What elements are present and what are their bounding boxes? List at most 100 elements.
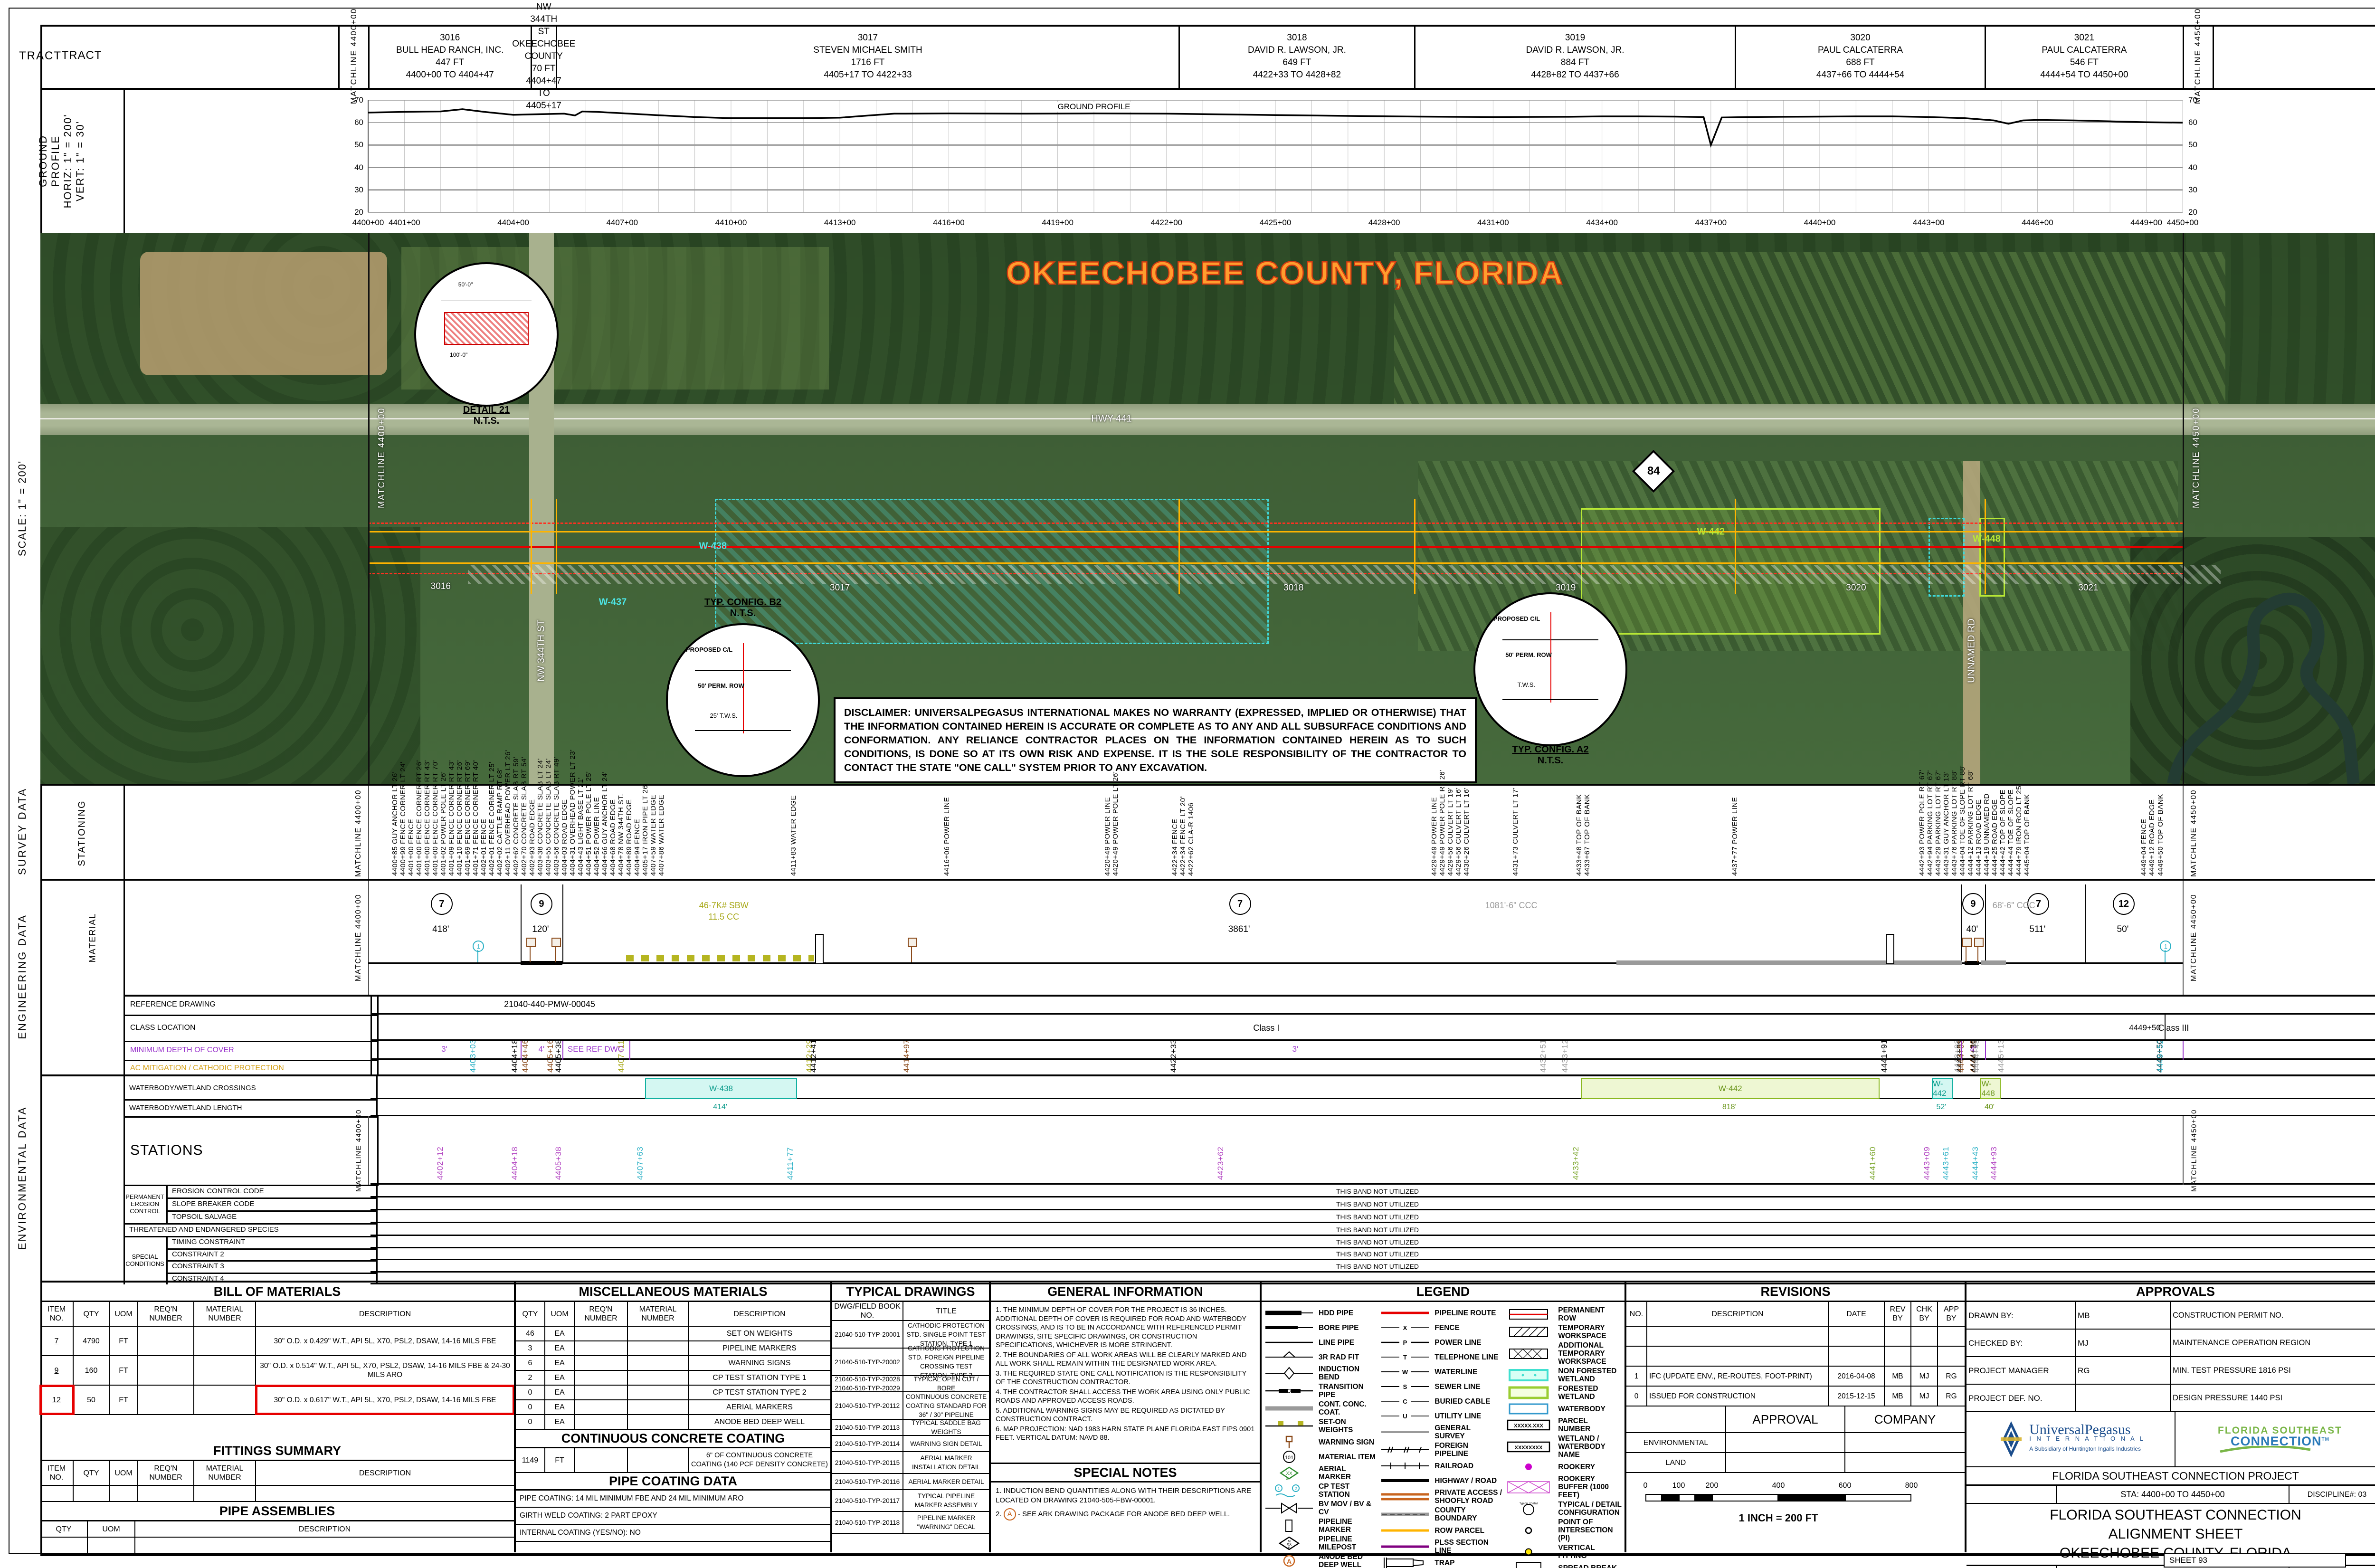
svg-text:101: 101 — [1285, 1455, 1293, 1461]
survey-station-label: 4433+48 TOP OF BANK — [1575, 794, 1583, 876]
legend-item-route: PIPELINE ROUTE — [1380, 1306, 1502, 1320]
divider-line — [370, 1235, 2375, 1236]
legend-item-label: PIPELINE MARKER — [1319, 1518, 1352, 1534]
material-note: 1081'-6" CCC — [1485, 901, 1538, 910]
plss-icon — [1381, 1545, 1429, 1548]
table-cell — [1845, 1453, 1965, 1472]
legend-item-pmarker: PIPELINE MARKER — [1264, 1518, 1378, 1534]
survey-station-label: 4444+25 ROAD EDGE — [1990, 799, 1999, 876]
legend-item-label: PERMANENT ROW — [1558, 1306, 1605, 1322]
survey-station-label: 4444+04 TOE OF SLOPE RT 88' — [1958, 765, 1966, 876]
misc-uom: EA — [545, 1371, 575, 1385]
legend-item-weights: SET-ON WEIGHTS — [1264, 1418, 1378, 1434]
table-cell: REQ'N NUMBER — [138, 1461, 194, 1485]
approvals-value: MB — [2076, 1302, 2171, 1329]
revision-cell: MB — [1885, 1387, 1911, 1406]
wetland-crossing-box: W-442 — [1581, 1078, 1880, 1099]
survey-station-label: 4443+31 GUY ANCHOR LT 13' — [1942, 771, 1950, 876]
material-station-tag: 4422+33 — [1169, 1039, 1178, 1073]
legend-item-wb: WATERBODY — [1504, 1402, 1622, 1416]
misc-uom: EA — [545, 1327, 575, 1340]
divider-line — [1985, 1041, 1986, 1060]
tract-matchline-left-cell — [338, 25, 370, 88]
tract-parcel-line: BULL HEAD RANCH, INC. — [396, 45, 504, 55]
survey-station-label: 4402+11 OVERHEAD POWER LT 26' — [504, 750, 512, 876]
ground-profile-line — [368, 108, 2183, 148]
table-cell — [628, 1341, 689, 1355]
milepost-number: 84 — [1647, 464, 1660, 477]
typ-dwg-no: 21040-510-TYP-20113 — [832, 1420, 903, 1435]
tract-parcel-line: PAUL CALCATERRA — [1817, 45, 1903, 55]
legend-item-label: SPREAD BREAK — [1558, 1564, 1617, 1568]
wetland-crossing-box: W-448 — [1980, 1078, 2001, 1099]
survey-station-label: 4431+73 CULVERT LT 17' — [1511, 787, 1520, 876]
section-title: APPROVALS — [1966, 1283, 2375, 1302]
env-station-label: 4407+63 — [635, 1146, 645, 1180]
table-row: ENVIRONMENTAL — [1626, 1433, 1965, 1453]
engineering-data-label: ENGINEERING DATA — [16, 914, 28, 1039]
bom-description: 30" O.D. x 0.429" W.T., API 5L, X70, PSL… — [274, 1337, 496, 1345]
misc-description: CP TEST STATION TYPE 1 — [712, 1374, 807, 1382]
route-icon — [1381, 1311, 1429, 1314]
special-notes: 1. INDUCTION BEND QUANTITIES ALONG WITH … — [991, 1482, 1260, 1527]
tract-parcel-line: 3020 — [1850, 32, 1871, 43]
table-cell — [1845, 1433, 1965, 1452]
tract-parcel-line: DAVID R. LAWSON, JR. — [1247, 45, 1346, 55]
warning-sign-symbol — [551, 938, 561, 947]
legend-item-label: BORE PIPE — [1319, 1323, 1359, 1332]
survey-station-label: 4402+01 FENCE — [479, 818, 488, 876]
pi-icon — [1525, 1527, 1532, 1534]
divider-line — [562, 884, 563, 964]
tract-parcel-line: 4437+66 TO 4444+54 — [1816, 69, 1905, 80]
legend-item-rowp: ROW PARCEL — [1380, 1524, 1502, 1537]
material-item-length: 40' — [1966, 924, 1978, 934]
profile-ytick-left: 50 — [354, 140, 363, 150]
table-cell: REQ'N NUMBER — [138, 1302, 194, 1326]
legend-swatch — [1504, 1368, 1553, 1382]
permrow-icon — [1509, 1309, 1548, 1320]
env-row-label-cell: CONSTRAINT 3 — [166, 1260, 378, 1274]
warning-sign-symbol — [907, 938, 917, 947]
title-discipline: DISCIPLINE#: 03 — [2307, 1490, 2367, 1499]
lt-icon: T — [1381, 1354, 1429, 1361]
section-title: PIPE COATING DATA — [516, 1473, 830, 1491]
material-item-circle: 7 — [1229, 893, 1251, 915]
approvals-right: MIN. TEST PRESSURE 1816 PSI — [2173, 1366, 2291, 1375]
table-cell — [575, 1400, 628, 1414]
band-not-utilized: THIS BAND NOT UTILIZED — [1336, 1213, 1419, 1221]
section-title: FITTINGS SUMMARY — [40, 1442, 514, 1461]
legend-item-bv: BV MOV / BV & CV — [1264, 1500, 1378, 1516]
profile-xtick: 4413+00 — [824, 218, 856, 227]
survey-station-label: 4401+71 FENCE CORNER RT 40' — [471, 760, 480, 876]
divider-line — [370, 1271, 2375, 1273]
env-station-label: 4444+93 — [1989, 1146, 1998, 1180]
table-cell: DESCRIPTION — [359, 1310, 411, 1318]
legend-item-label: PARCEL NUMBER — [1558, 1417, 1591, 1433]
survey-station-label: 4401+00 FENCE CORNER RT 26' — [415, 760, 423, 876]
sheet-title-line: ALIGNMENT SHEET — [2108, 1526, 2243, 1542]
table-cell: QTY — [74, 1302, 110, 1326]
rad-icon — [1265, 1351, 1313, 1358]
legend-swatch: X — [1380, 1321, 1430, 1334]
typ-title: TYPICAL PIPELINE MARKER ASSEMBLY — [914, 1492, 978, 1509]
table-cell: UOM — [110, 1461, 138, 1485]
misc-description: SET ON WEIGHTS — [726, 1330, 793, 1338]
legend-item-ccc: CONT. CONC. COAT. — [1264, 1400, 1378, 1416]
sbreak-icon — [1516, 1562, 1542, 1568]
table-cell: DESCRIPTION — [1647, 1302, 1829, 1326]
tract-parcel-line: 3019 — [1565, 32, 1586, 43]
bom-description: 30" O.D. x 0.617" W.T., API 5L, X70, PSL… — [255, 1385, 515, 1415]
profile-xtick: 4422+00 — [1150, 218, 1183, 227]
